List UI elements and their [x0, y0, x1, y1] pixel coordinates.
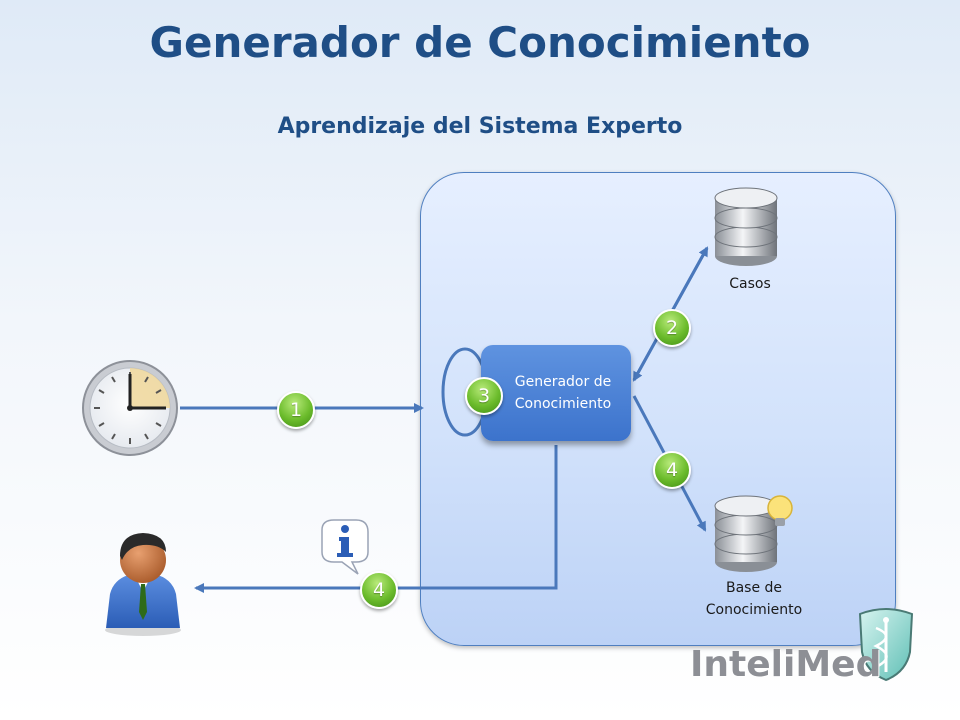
process-label: Generador de Conocimiento [514, 374, 612, 412]
cases-label: Casos [729, 276, 771, 292]
knowledge-base-label: Base de Conocimiento [705, 580, 803, 618]
step-badge-knowledge: 4 [653, 451, 691, 489]
page-title: Generador de Conocimiento [149, 18, 811, 67]
knowledge-database-icon [714, 495, 778, 572]
step-badge-loop: 3 [465, 377, 503, 415]
step-badge-input: 1 [277, 391, 315, 429]
caduceus-shield-icon [858, 608, 914, 682]
step-badge-cases: 2 [653, 309, 691, 347]
knowledge-generator-process: Generador de Conocimiento [481, 345, 631, 441]
clock-icon [82, 360, 178, 456]
cases-database-icon [714, 187, 778, 266]
output-arrow [194, 445, 558, 593]
brand-logo-text: InteliMed [690, 644, 882, 685]
info-icon [321, 519, 369, 575]
step-badge-output: 4 [360, 571, 398, 609]
user-icon [105, 533, 181, 636]
page-subtitle: Aprendizaje del Sistema Experto [277, 114, 683, 139]
lightbulb-icon [767, 495, 793, 526]
